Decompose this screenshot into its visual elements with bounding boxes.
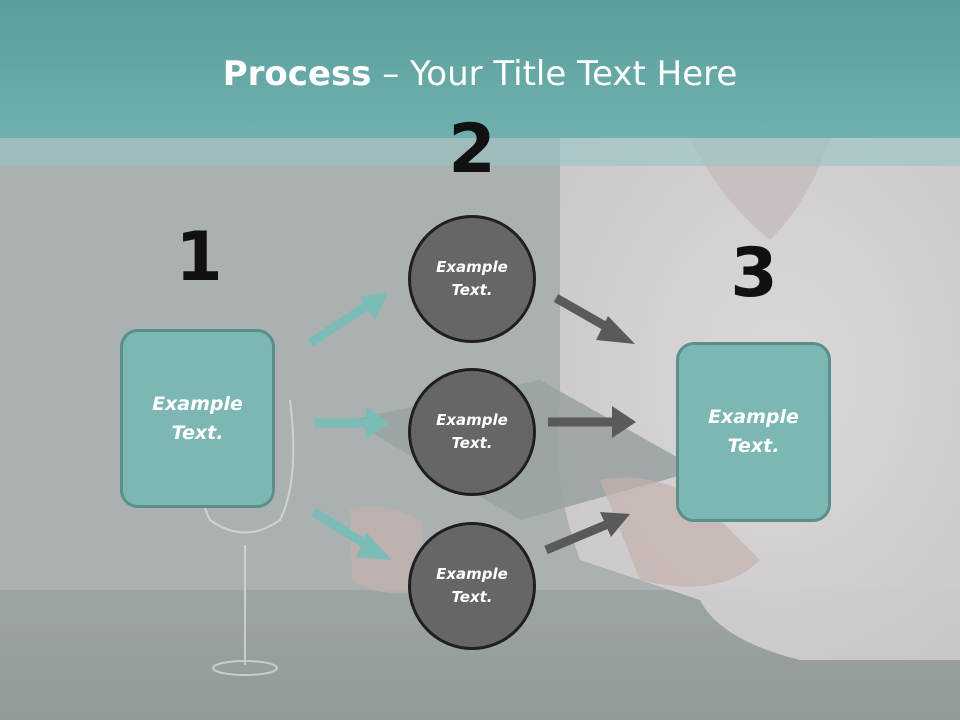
title-sub-band — [0, 138, 960, 166]
gray-arrow-up — [544, 512, 630, 555]
slide-title[interactable]: Process – Your Title Text Here — [0, 52, 960, 96]
step-2-circle-3-text: Example Text. — [436, 565, 508, 606]
teal-arrow-up — [307, 292, 388, 347]
step-2-circle-3[interactable]: Example Text. — [408, 522, 536, 650]
title-rest: – Your Title Text Here — [371, 54, 738, 94]
step-2-circle-2-text: Example Text. — [436, 411, 508, 452]
title-bold: Process — [222, 54, 372, 94]
step-3-text: Example Text. — [708, 406, 799, 457]
step-2-circle-1[interactable]: Example Text. — [408, 215, 536, 343]
step-1-box[interactable]: Example Text. — [120, 329, 275, 508]
gray-arrow-down — [553, 294, 635, 344]
teal-arrow-down — [311, 508, 392, 560]
title-band — [0, 0, 960, 138]
step-3-box[interactable]: Example Text. — [676, 342, 831, 522]
gray-arrow-right — [548, 406, 636, 438]
step-2-circle-1-text: Example Text. — [436, 258, 508, 299]
step-2-circle-2[interactable]: Example Text. — [408, 368, 536, 496]
step-1-number: 1 — [175, 218, 223, 297]
teal-arrow-right — [315, 407, 390, 439]
step-1-text: Example Text. — [152, 392, 243, 444]
step-2-number: 2 — [448, 110, 496, 189]
step-3-number: 3 — [730, 234, 778, 313]
